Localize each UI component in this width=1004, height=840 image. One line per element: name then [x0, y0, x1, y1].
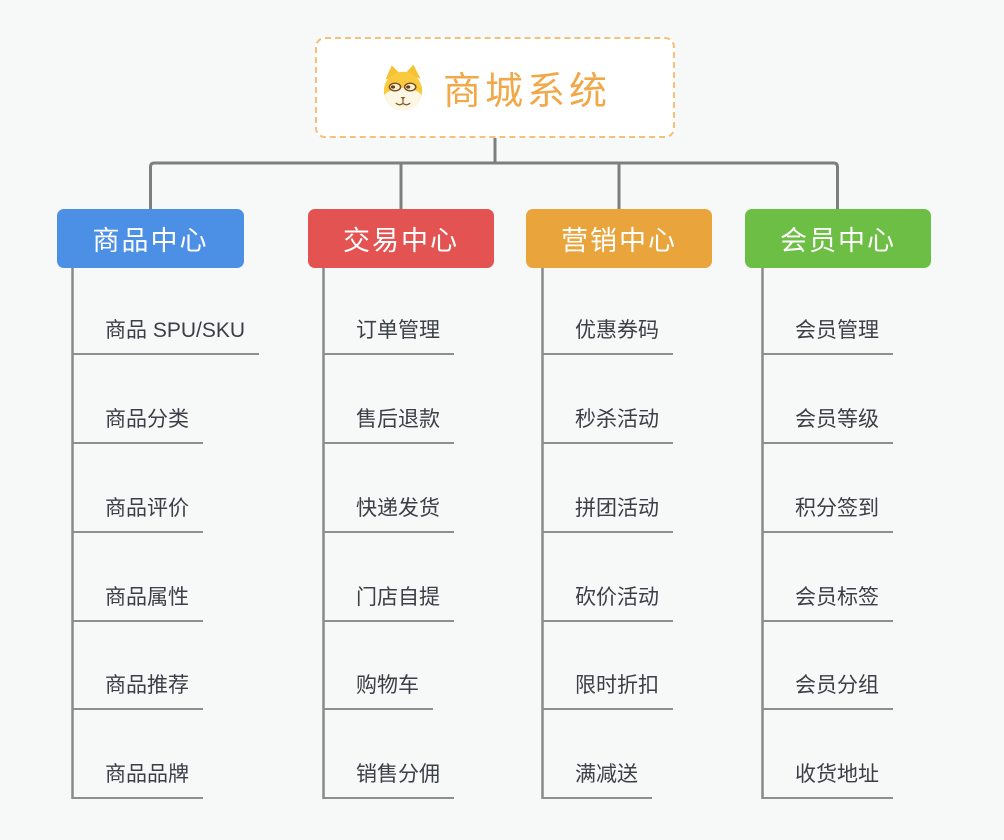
- branch-product-center[interactable]: 商品中心: [57, 209, 244, 268]
- leaf-member-group[interactable]: 会员分组: [762, 670, 893, 710]
- leaf-express-delivery[interactable]: 快递发货: [323, 493, 454, 533]
- leaf-aftersale-refund[interactable]: 售后退款: [323, 404, 454, 444]
- leaf-group-buy[interactable]: 拼团活动: [542, 493, 673, 533]
- leaf-full-reduction[interactable]: 满减送: [542, 759, 652, 799]
- leaf-sales-commission[interactable]: 销售分佣: [323, 759, 454, 799]
- leaf-product-attribute[interactable]: 商品属性: [72, 582, 203, 622]
- dog-face-icon: [383, 64, 423, 110]
- leaf-product-spu-sku[interactable]: 商品 SPU/SKU: [72, 315, 260, 355]
- leaf-time-limited-discount[interactable]: 限时折扣: [542, 670, 673, 710]
- root-topic-title: 商城系统: [442, 71, 611, 113]
- leaf-member-level[interactable]: 会员等级: [762, 404, 893, 444]
- leaf-product-review[interactable]: 商品评价: [72, 493, 203, 533]
- leaf-order-management[interactable]: 订单管理: [323, 315, 454, 355]
- leaf-member-management[interactable]: 会员管理: [762, 315, 893, 355]
- leaf-shipping-address[interactable]: 收货地址: [762, 759, 893, 799]
- branch-trade-center[interactable]: 交易中心: [308, 209, 494, 268]
- leaf-store-pickup[interactable]: 门店自提: [323, 582, 454, 622]
- leaf-flash-sale[interactable]: 秒杀活动: [542, 404, 673, 444]
- root-topic[interactable]: 商城系统: [315, 37, 675, 138]
- leaf-shopping-cart[interactable]: 购物车: [323, 670, 433, 710]
- leaf-bargain-activity[interactable]: 砍价活动: [542, 582, 673, 622]
- leaf-points-checkin[interactable]: 积分签到: [762, 493, 893, 533]
- branch-marketing-center[interactable]: 营销中心: [526, 209, 712, 268]
- leaf-product-recommend[interactable]: 商品推荐: [72, 670, 203, 710]
- branch-member-center[interactable]: 会员中心: [745, 209, 931, 268]
- leaf-product-category[interactable]: 商品分类: [72, 404, 203, 444]
- leaf-member-tag[interactable]: 会员标签: [762, 582, 893, 622]
- leaf-product-brand[interactable]: 商品品牌: [72, 759, 203, 799]
- leaf-coupon-code[interactable]: 优惠券码: [542, 315, 673, 355]
